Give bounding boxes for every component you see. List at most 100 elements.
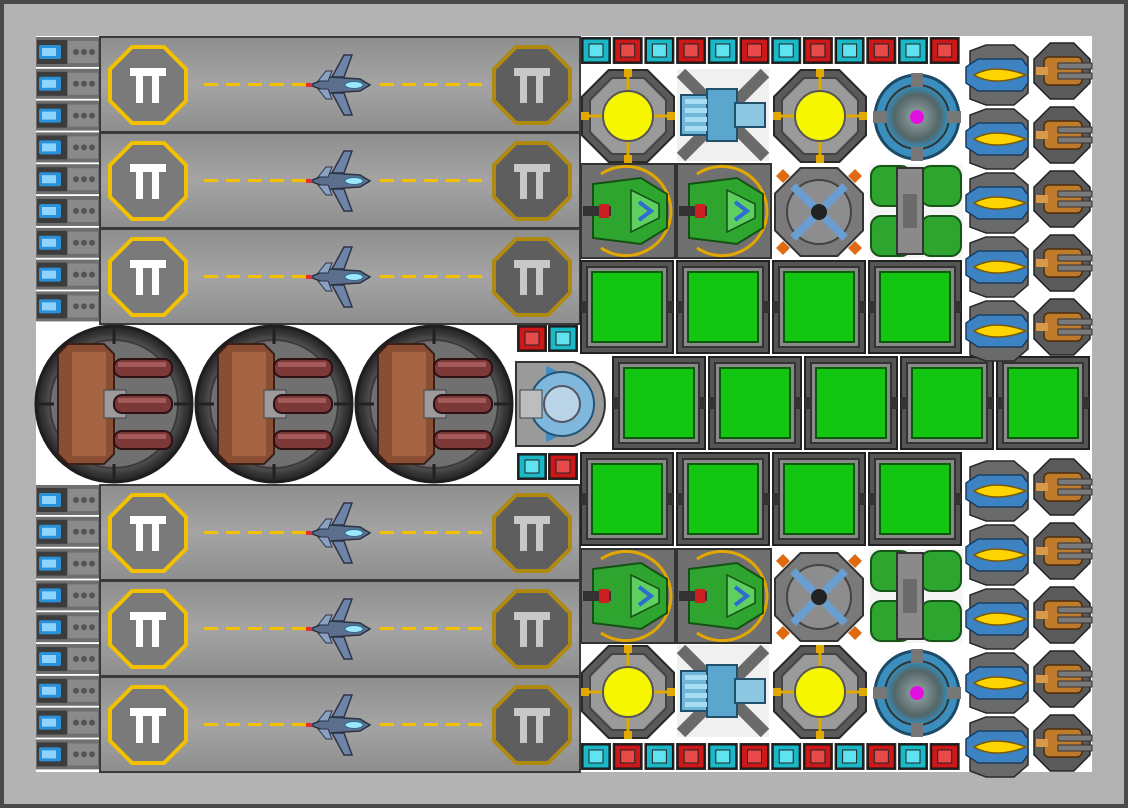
railgun-icon xyxy=(676,644,770,738)
armor-tile-icon xyxy=(929,37,960,64)
pad-emblem xyxy=(130,260,166,295)
armor-tile-icon xyxy=(644,37,675,64)
reactor-icon xyxy=(581,69,675,163)
armor-tile-icon xyxy=(707,743,738,770)
armor-tile-icon xyxy=(548,453,578,480)
autocannon-icon xyxy=(1033,298,1093,356)
hangar-bay xyxy=(99,484,581,581)
cargo-icon xyxy=(772,260,866,354)
cargo-modules xyxy=(580,260,1090,546)
runway-dash xyxy=(424,179,438,182)
armor-tile-icon xyxy=(676,743,707,770)
launch-tube-icon xyxy=(36,291,100,322)
cargo-icon xyxy=(580,260,674,354)
fighter-ship-icon xyxy=(306,694,372,756)
missile-launcher-icon xyxy=(965,172,1029,234)
missile-launcher-icon xyxy=(965,716,1029,778)
hangar-pad-icon xyxy=(492,45,572,125)
armor-strips xyxy=(517,37,960,770)
plasma-turret-icon xyxy=(676,163,772,259)
runway-dash xyxy=(226,179,240,182)
fighter-ship-icon xyxy=(306,54,372,116)
launch-tube-icon xyxy=(36,739,100,770)
armor-tile-icon xyxy=(517,325,547,352)
armor-tile-icon xyxy=(834,743,865,770)
runway-dash xyxy=(270,627,284,630)
fighter-ship-icon xyxy=(306,502,372,564)
runway-dash xyxy=(248,627,262,630)
hangar-pad-icon xyxy=(108,45,188,125)
runway-dash xyxy=(226,275,240,278)
runway-dash xyxy=(248,83,262,86)
autocannon-icon xyxy=(1033,522,1093,580)
armor-tile-icon xyxy=(644,743,675,770)
cargo-icon xyxy=(676,452,770,546)
launch-tube-icon xyxy=(36,68,100,99)
tank-icon xyxy=(869,164,963,258)
hangar-pad-icon xyxy=(108,237,188,317)
runway-dash xyxy=(380,627,394,630)
runway-dash xyxy=(380,83,394,86)
ship-modules xyxy=(515,68,963,739)
runway-dash xyxy=(424,723,438,726)
cargo-icon xyxy=(612,356,706,450)
armor-tile-icon xyxy=(898,743,928,770)
pad-emblem xyxy=(514,516,550,551)
launch-tube-icon xyxy=(36,675,100,706)
sensor-array-icon xyxy=(774,552,864,642)
cargo-icon xyxy=(900,356,994,450)
runway-dash xyxy=(248,531,262,534)
autocannon-icon xyxy=(1033,650,1093,708)
launch-tube-icon xyxy=(36,227,100,258)
runway-dash xyxy=(292,275,306,278)
runway-dash xyxy=(204,275,218,278)
launch-tube-icon xyxy=(36,516,100,547)
runway-dash xyxy=(380,723,394,726)
runway-dash xyxy=(468,723,482,726)
armor-tile-icon xyxy=(612,743,643,770)
runway-dash xyxy=(468,179,482,182)
runway-dash xyxy=(446,179,460,182)
autocannon-icon xyxy=(1033,586,1093,644)
runway-dash xyxy=(468,275,482,278)
missile-launcher-icon xyxy=(965,44,1029,106)
runway-dash xyxy=(270,83,284,86)
armor-tile-icon xyxy=(739,37,770,64)
shield-generator-icon xyxy=(873,649,961,737)
armor-tile-icon xyxy=(548,325,578,352)
autocannon-icon xyxy=(1033,170,1093,228)
runway-dash xyxy=(204,627,218,630)
runway-dash xyxy=(446,531,460,534)
runway-dash xyxy=(424,627,438,630)
runway-dash xyxy=(468,83,482,86)
missile-launcher-icon xyxy=(965,108,1029,170)
launch-tube-column xyxy=(36,37,100,770)
fighter-ship-icon xyxy=(306,246,372,308)
armor-tile-icon xyxy=(581,37,611,64)
autocannon-icon xyxy=(1033,234,1093,292)
runway-dash xyxy=(292,627,306,630)
missile-launcher-icon xyxy=(965,460,1029,522)
cargo-icon xyxy=(708,356,802,450)
armor-tile-icon xyxy=(612,37,643,64)
runway-dash xyxy=(248,275,262,278)
hangar-pad-icon xyxy=(108,685,188,765)
armor-tile-icon xyxy=(676,37,707,64)
hangar-bay xyxy=(99,580,581,677)
hangar-pad-icon xyxy=(108,589,188,669)
hangar-bay xyxy=(99,132,581,229)
fighter-ship-icon xyxy=(306,598,372,660)
armor-tile-icon xyxy=(517,453,547,480)
runway-dash xyxy=(402,83,416,86)
triple-cannon-turrets xyxy=(34,324,580,484)
armor-tile-icon xyxy=(707,37,738,64)
pad-emblem xyxy=(130,516,166,551)
bridge-icon xyxy=(515,361,606,447)
launch-tube-icon xyxy=(36,196,100,226)
runway-dash xyxy=(380,531,394,534)
launch-tube-icon xyxy=(36,707,100,738)
missile-launcher-icon xyxy=(965,652,1029,714)
hangar-pad-icon xyxy=(108,141,188,221)
triple-cannon-icon xyxy=(194,324,354,484)
runway-dash xyxy=(468,531,482,534)
